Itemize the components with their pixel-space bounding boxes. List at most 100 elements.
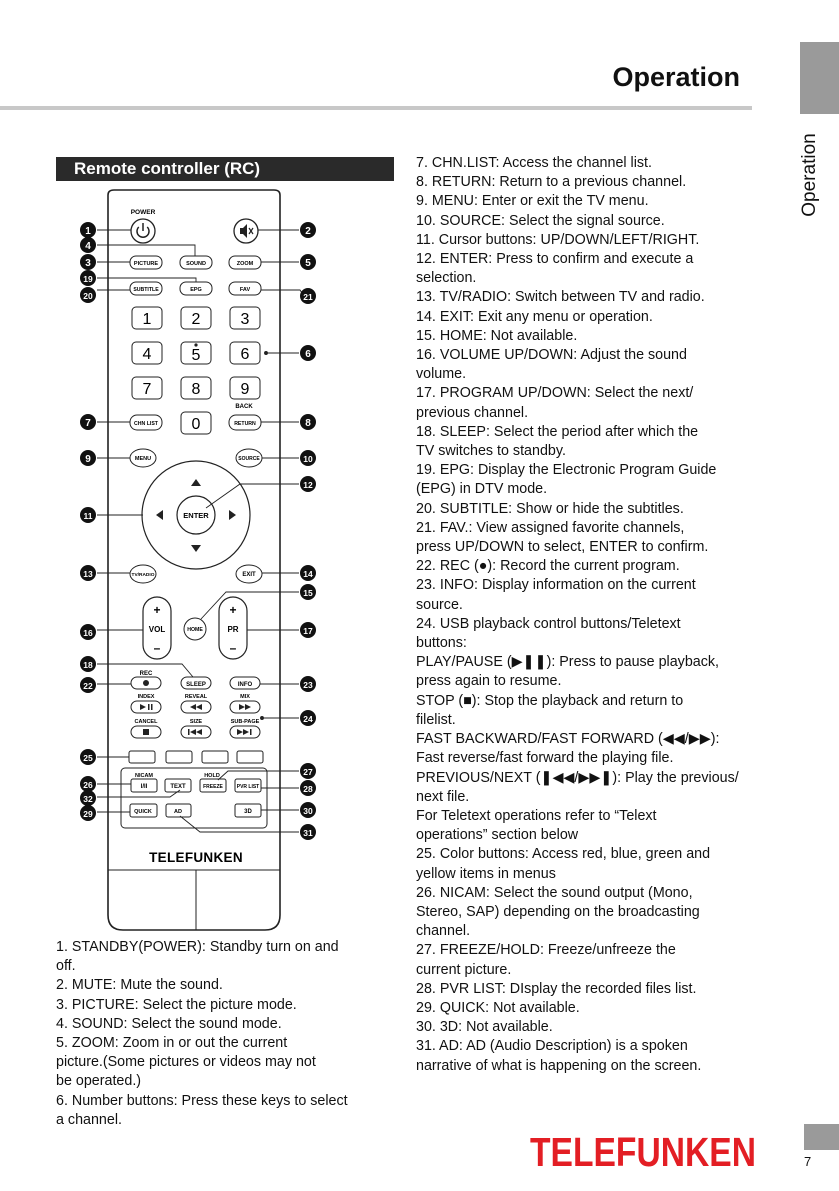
desc-line: channel. — [416, 923, 471, 940]
desc-line: narrative of what is happening on the sc… — [416, 1057, 702, 1074]
stop-icon — [143, 729, 149, 735]
remote-brand: TELEFUNKEN — [149, 850, 243, 865]
callout-3: 3 — [80, 254, 96, 270]
3d-button: 3D — [234, 803, 262, 818]
digit-5-button: 5 — [180, 341, 212, 365]
sound-button: SOUND — [179, 255, 213, 270]
svg-text:30: 30 — [303, 806, 313, 816]
callout-10: 10 — [300, 450, 316, 466]
desc-line: yellow items in menus — [416, 865, 556, 882]
svg-text:6: 6 — [305, 349, 311, 360]
desc-line: For Teletext operations refer to “Telext — [416, 807, 657, 824]
play-pause-button — [130, 700, 162, 714]
epg-button: EPG — [179, 281, 213, 296]
pr-plus: + — [229, 603, 236, 617]
svg-text:14: 14 — [303, 569, 313, 579]
size-label: SIZE — [190, 719, 203, 725]
menu-button: MENU — [129, 448, 157, 468]
svg-text:4: 4 — [143, 346, 152, 363]
svg-text:TEXT: TEXT — [170, 784, 186, 790]
desc-line: source. — [416, 596, 463, 613]
vol-minus: – — [154, 641, 161, 655]
svg-text:AD: AD — [174, 809, 182, 815]
desc-line: press UP/DOWN to select, ENTER to confir… — [416, 539, 709, 556]
desc-line: current picture. — [416, 961, 512, 978]
callout-13: 13 — [80, 565, 96, 581]
desc-line: previous channel. — [416, 404, 529, 421]
picture-button: PICTURE — [129, 255, 163, 270]
stop-button — [130, 725, 162, 739]
svg-text:22: 22 — [83, 681, 93, 691]
desc-line: 14. EXIT: Exit any menu or operation. — [416, 308, 653, 325]
desc-line: (EPG) in DTV mode. — [416, 481, 548, 498]
back-label: BACK — [235, 404, 253, 410]
desc-line: selection. — [416, 270, 477, 287]
svg-text:SOURCE: SOURCE — [238, 456, 260, 462]
svg-text:5: 5 — [192, 347, 201, 364]
desc-line: STOP (■): Stop the playback and return t… — [416, 692, 684, 709]
next-button — [229, 725, 261, 739]
next-icon — [237, 729, 252, 735]
source-button: SOURCE — [235, 448, 263, 468]
play-pause-icon — [140, 704, 153, 710]
svg-text:PICTURE: PICTURE — [134, 261, 158, 267]
program-rocker — [218, 596, 248, 660]
desc-line: 21. FAV.: View assigned favorite channel… — [416, 519, 685, 536]
desc-line: off. — [56, 958, 76, 975]
svg-text:26: 26 — [83, 780, 93, 790]
record-icon — [143, 680, 149, 686]
right-arrow-icon — [229, 510, 236, 520]
callout-leader-lines — [97, 229, 305, 833]
previous-icon — [188, 729, 202, 735]
desc-line: be operated.) — [56, 1073, 142, 1090]
desc-line: 10. SOURCE: Select the signal source. — [416, 212, 665, 229]
svg-text:32: 32 — [83, 794, 93, 804]
pr-minus: – — [230, 641, 237, 655]
digit-8-button: 8 — [180, 376, 212, 400]
previous-button — [180, 725, 212, 739]
sub-page-label: SUB-PAGE — [231, 719, 260, 725]
desc-line: 7. CHN.LIST: Access the channel list. — [416, 155, 653, 171]
desc-line: 22. REC (●): Record the current program. — [416, 558, 680, 575]
svg-text:11: 11 — [84, 511, 93, 521]
freeze-button: FREEZE — [199, 778, 227, 793]
desc-line: operations” section below — [416, 827, 579, 844]
desc-line: 11. Cursor buttons: UP/DOWN/LEFT/RIGHT. — [416, 231, 700, 248]
desc-line: 24. USB playback control buttons/Teletex… — [416, 615, 681, 632]
right-description-list: 7. CHN.LIST: Access the channel list. 8.… — [416, 154, 756, 1076]
rec-button — [130, 676, 162, 690]
callout-12: 12 — [300, 476, 316, 492]
svg-text:23: 23 — [303, 680, 313, 690]
callout-4: 4 — [80, 237, 96, 253]
svg-text:3: 3 — [85, 258, 91, 269]
rewind-button — [180, 700, 212, 714]
quick-button: QUICK — [129, 803, 158, 818]
callout-28: 28 — [300, 780, 316, 796]
desc-line: 26. NICAM: Select the sound output (Mono… — [416, 884, 693, 901]
info-button: INFO — [229, 676, 261, 690]
home-button — [183, 617, 207, 641]
svg-text:SOUND: SOUND — [186, 261, 206, 267]
desc-line: 27. FREEZE/HOLD: Freeze/unfreeze the — [416, 942, 676, 959]
callout-25: 25 — [80, 749, 96, 765]
callout-19: 19 — [80, 270, 96, 286]
svg-text:21: 21 — [303, 292, 313, 302]
desc-line: 28. PVR LIST: DIsplay the recorded files… — [416, 980, 697, 997]
svg-text:SUBTITLE: SUBTITLE — [133, 287, 159, 293]
callout-31: 31 — [300, 824, 316, 840]
svg-text:29: 29 — [83, 809, 93, 819]
digit-7-button: 7 — [131, 376, 163, 400]
desc-line: 18. SLEEP: Select the period after which… — [416, 423, 699, 440]
svg-text:FREEZE: FREEZE — [203, 784, 223, 790]
svg-text:4: 4 — [85, 241, 91, 252]
desc-line: 9. MENU: Enter or exit the TV menu. — [416, 193, 649, 210]
svg-text:5: 5 — [305, 258, 311, 269]
desc-line: Stereo, SAP) depending on the broadcasti… — [416, 903, 700, 920]
callout-6: 6 — [300, 345, 316, 361]
digit-1-button: 1 — [131, 306, 163, 330]
svg-text:12: 12 — [303, 480, 313, 490]
desc-line: 3. PICTURE: Select the picture mode. — [56, 996, 297, 1013]
tv-radio-button: TV/RADIO — [129, 564, 157, 584]
desc-line: 15. HOME: Not available. — [416, 327, 578, 344]
side-label-text: Operation — [799, 133, 820, 217]
